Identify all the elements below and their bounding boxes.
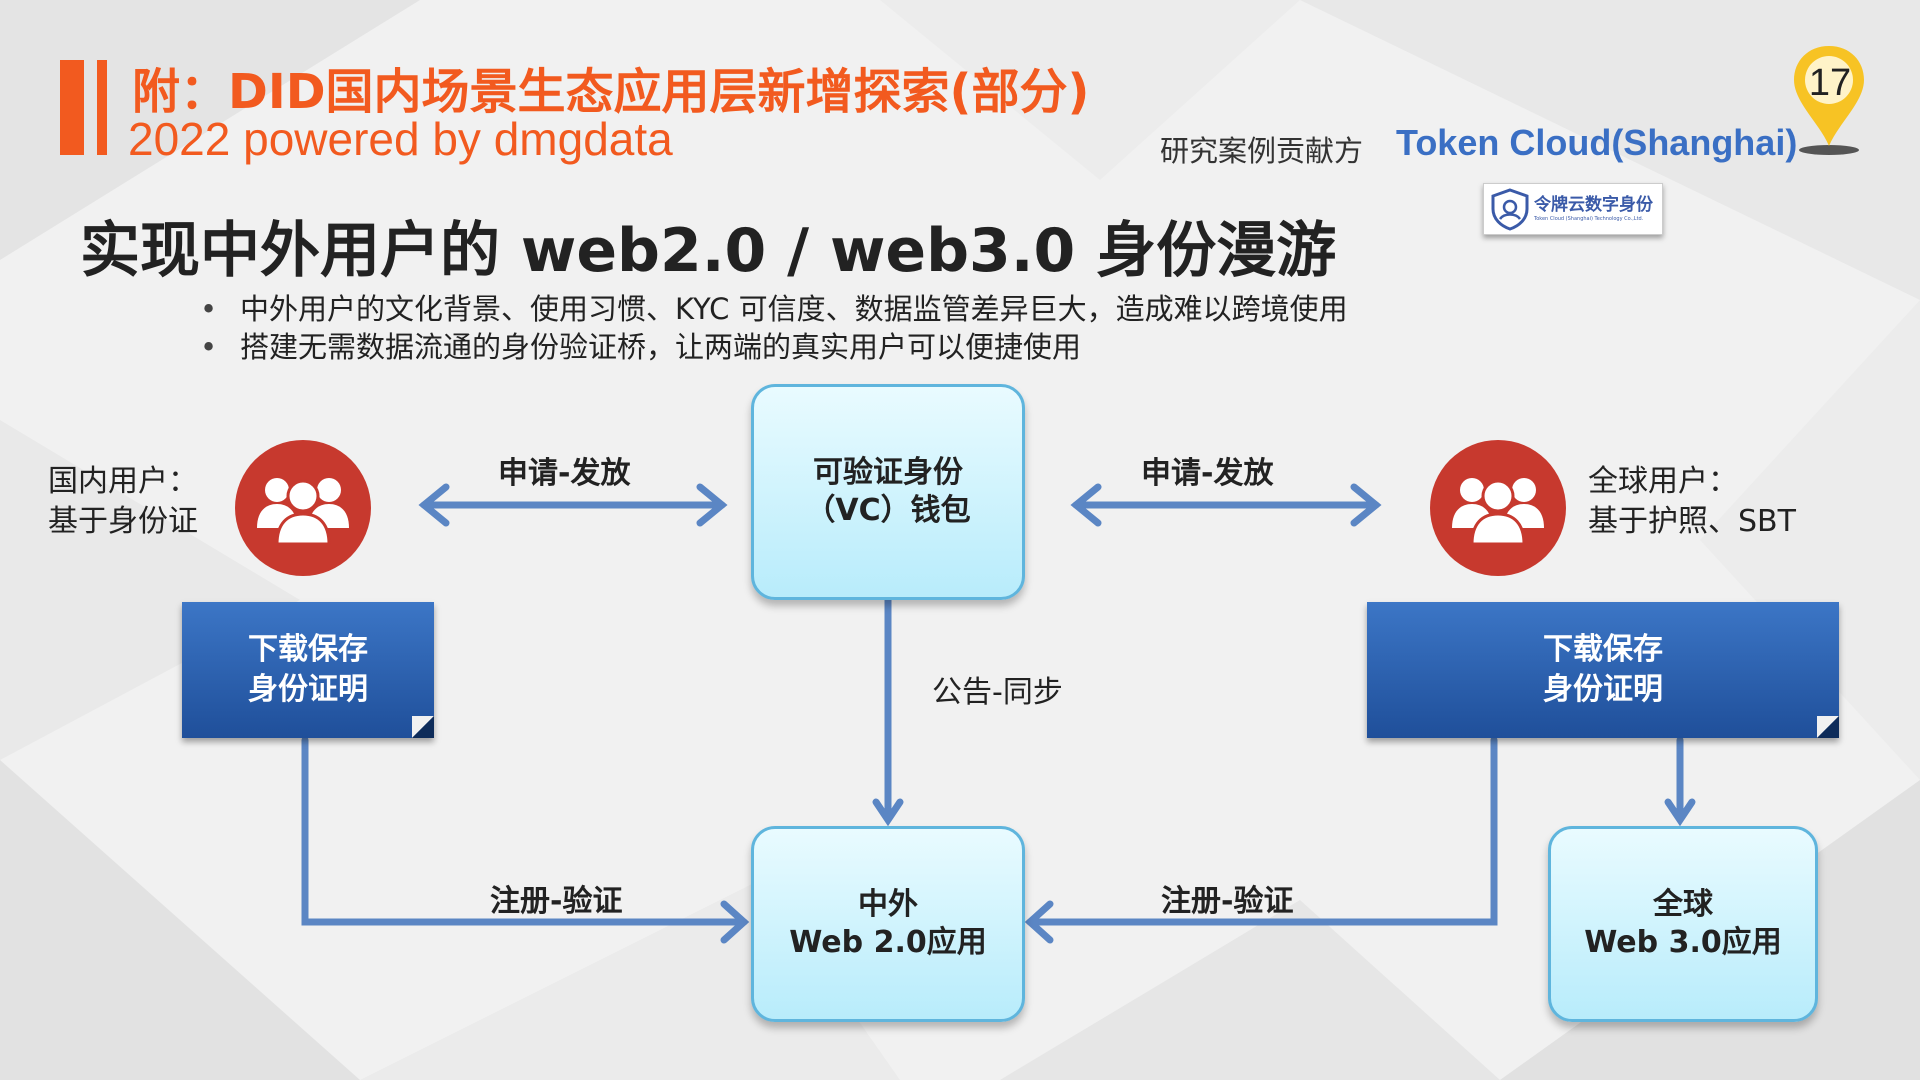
users-icon — [257, 478, 349, 546]
logo-text: 令牌云数字身份 — [1534, 195, 1653, 215]
logo-subtext: Token Cloud (Shanghai) Technology Co.,Lt… — [1534, 216, 1644, 222]
left-download-box: 下载保存 身份证明 — [182, 602, 434, 738]
domestic-user-line1: 国内用户： — [48, 464, 198, 499]
web2-app-line2: Web 2.0应用 — [789, 925, 987, 960]
location-pin-icon — [1794, 46, 1864, 155]
section-heading: 实现中外用户的 web2.0 / web3.0 身份漫游 — [80, 216, 1337, 286]
users-icon — [1452, 478, 1544, 546]
vc-wallet-box: 可验证身份 （VC）钱包 — [751, 384, 1025, 600]
domestic-user-label: 国内用户： 基于身份证 — [48, 462, 198, 542]
page-curl — [1817, 716, 1839, 738]
domestic-user-line2: 基于身份证 — [48, 504, 198, 539]
token-cloud-logo: 令牌云数字身份 Token Cloud (Shanghai) Technolog… — [1483, 183, 1663, 235]
shield-icon — [1491, 188, 1529, 231]
vc-wallet-line2: （VC）钱包 — [805, 493, 971, 528]
contributor-name: Token Cloud(Shanghai) — [1396, 122, 1798, 163]
register-verify-left-arrow — [301, 736, 748, 926]
global-user-line2: 基于护照、SBT — [1588, 504, 1796, 539]
page-number: 17 — [1808, 62, 1852, 104]
web3-app-box: 全球 Web 3.0应用 — [1548, 826, 1818, 1022]
web2-app-line1: 中外 — [858, 887, 918, 922]
page-curl — [412, 716, 434, 738]
edge-label-announce: 公告-同步 — [932, 675, 1063, 710]
vc-wallet-line1: 可验证身份 — [812, 455, 963, 490]
page-subtitle: 2022 powered by dmgdata — [128, 113, 673, 165]
edge-label-apply-left: 申请-发放 — [498, 456, 631, 491]
title-accent-bar — [60, 60, 84, 155]
title-accent-bar-thin — [97, 60, 107, 155]
global-users-circle — [1430, 440, 1566, 576]
register-verify-right-arrow — [1026, 736, 1498, 926]
page-title: 附：DID国内场景生态应用层新增探索(部分) — [132, 64, 1090, 120]
global-user-line1: 全球用户： — [1588, 464, 1738, 499]
bullet-list: 中外用户的文化背景、使用习惯、KYC 可信度、数据监管差异巨大，造成难以跨境使用… — [200, 290, 1348, 366]
global-user-label: 全球用户： 基于护照、SBT — [1588, 462, 1796, 542]
web3-app-line1: 全球 — [1653, 887, 1713, 922]
right-download-box: 下载保存 身份证明 — [1367, 602, 1839, 738]
web3-app-line2: Web 3.0应用 — [1584, 925, 1782, 960]
domestic-users-circle — [235, 440, 371, 576]
left-download-line2: 身份证明 — [248, 672, 368, 707]
bullet-item: 中外用户的文化背景、使用习惯、KYC 可信度、数据监管差异巨大，造成难以跨境使用 — [200, 290, 1348, 328]
contributor-label: 研究案例贡献方 — [1160, 134, 1364, 168]
edge-label-apply-right: 申请-发放 — [1141, 456, 1274, 491]
edge-label-register-right: 注册-验证 — [1161, 884, 1294, 919]
left-download-line1: 下载保存 — [248, 632, 368, 667]
right-download-line1: 下载保存 — [1543, 632, 1663, 667]
bullet-item: 搭建无需数据流通的身份验证桥，让两端的真实用户可以便捷使用 — [200, 328, 1348, 366]
right-download-line2: 身份证明 — [1543, 672, 1663, 707]
edge-label-register-left: 注册-验证 — [490, 884, 623, 919]
web2-app-box: 中外 Web 2.0应用 — [751, 826, 1025, 1022]
